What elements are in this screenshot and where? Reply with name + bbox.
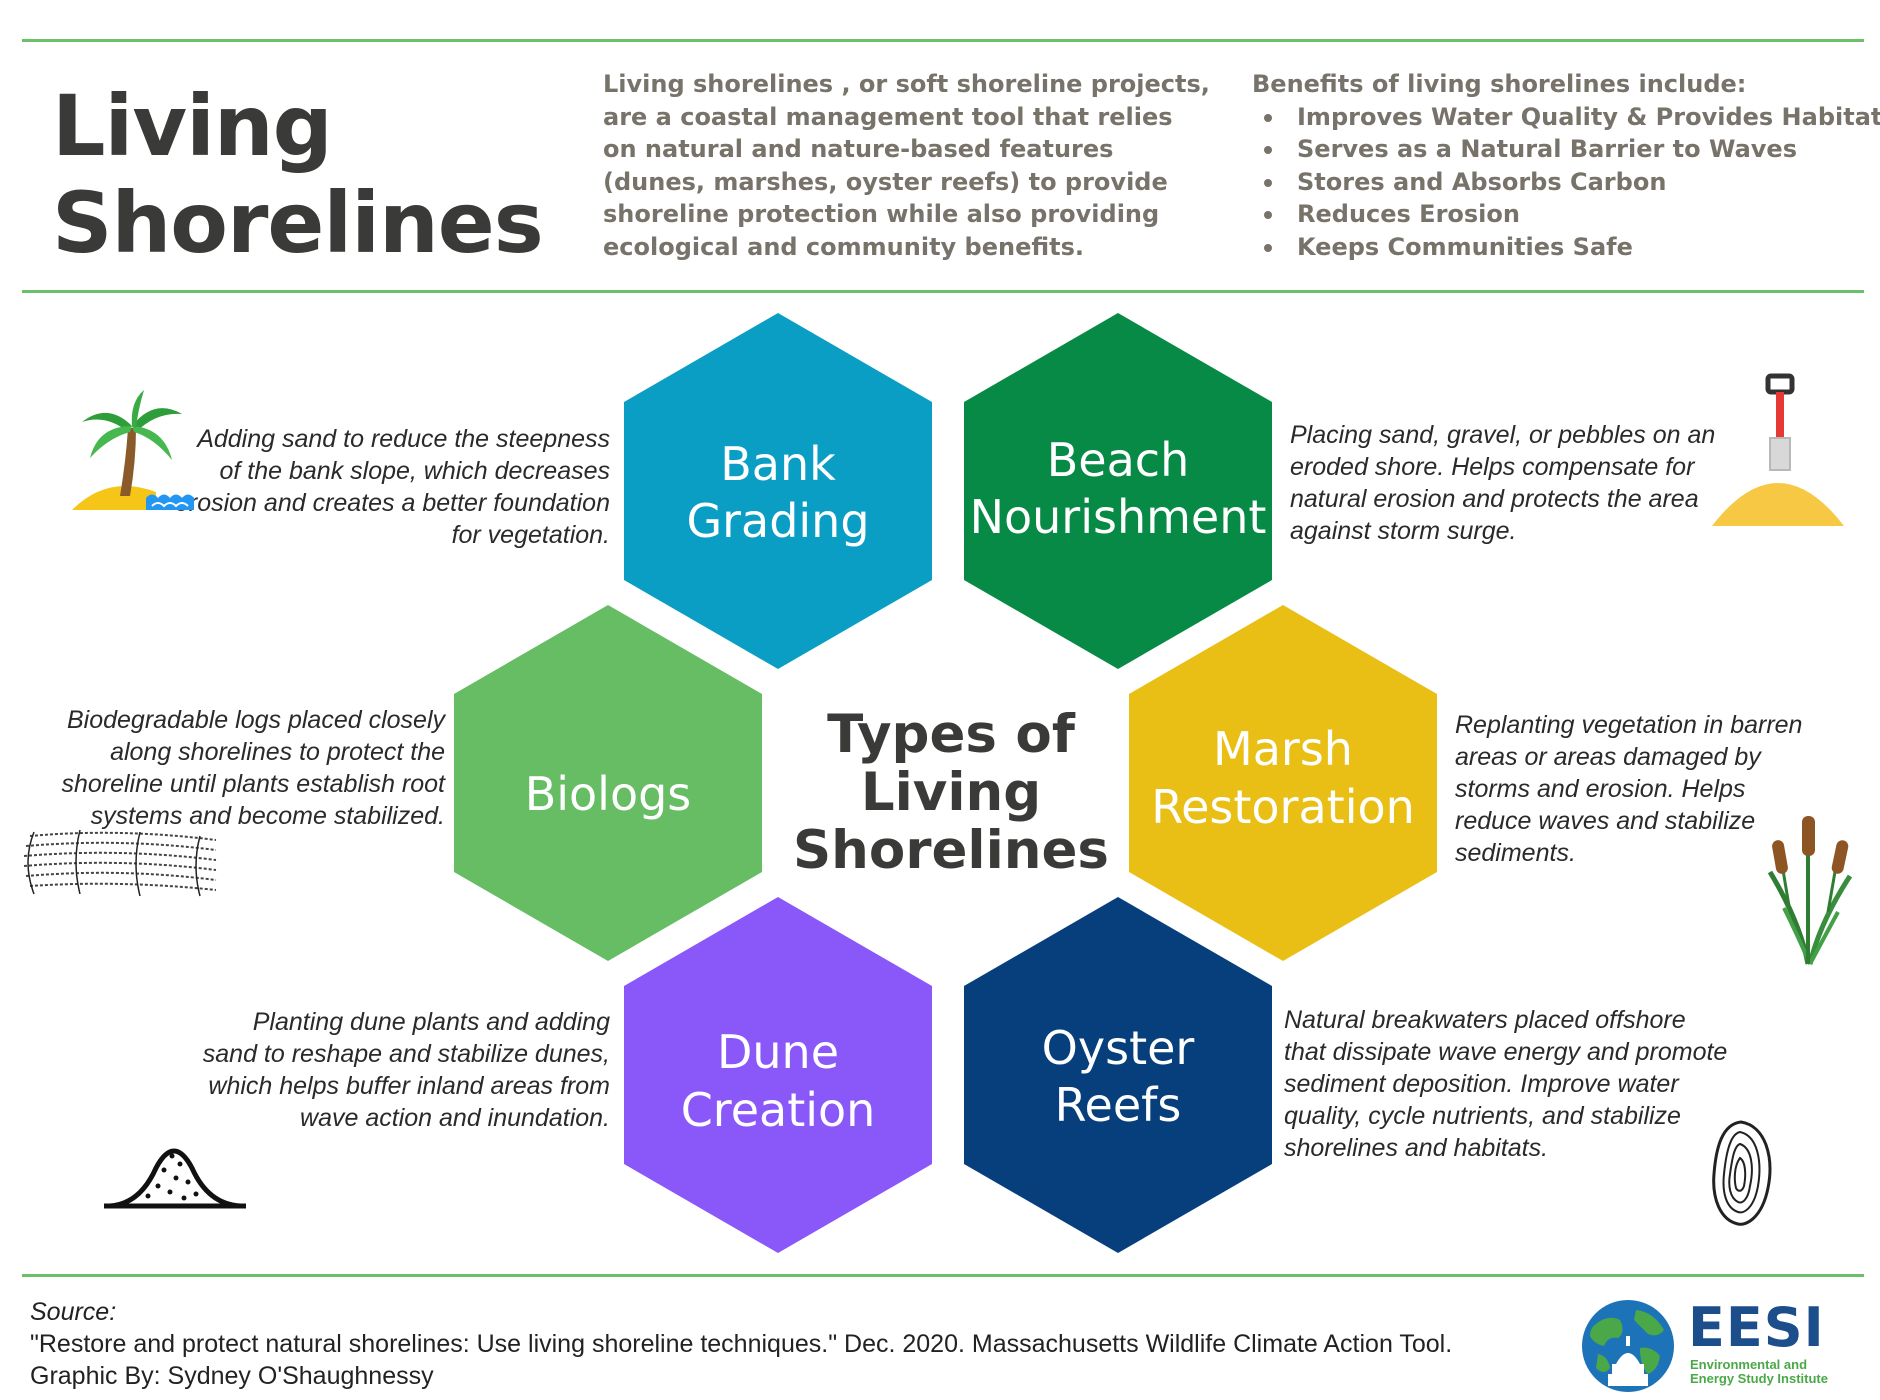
hex-oyster-shape [964, 897, 1272, 1253]
marsh-restoration-description: Replanting vegetation in barren areas or… [1455, 711, 1803, 867]
source-citation: "Restore and protect natural shorelines:… [30, 1330, 1453, 1358]
hex-bank-grading: Bank Grading [624, 313, 932, 669]
center-title-line2: Living [861, 762, 1041, 823]
benefit-item: Reduces Erosion [1264, 198, 1872, 231]
hex-marsh-label2: Restoration [1151, 780, 1415, 834]
benefits-heading: Benefits of living shorelines include: [1252, 70, 1747, 98]
beach-nourishment-description: Placing sand, gravel, or pebbles on an e… [1290, 421, 1716, 545]
benefit-item: Stores and Absorbs Carbon [1264, 166, 1872, 199]
intro-paragraph: Living shorelines , or soft shoreline pr… [603, 70, 1210, 261]
hex-marsh-label1: Marsh [1213, 722, 1353, 776]
hex-marsh-restoration: Marsh Restoration [1129, 605, 1437, 961]
hex-dune-shape [624, 897, 932, 1253]
page-title-line1: Living [52, 77, 333, 175]
palm-island-icon [72, 390, 194, 510]
hex-biologs-label1: Biologs [525, 767, 692, 821]
hex-oyster-reefs: Oyster Reefs [964, 897, 1272, 1253]
hex-bank-label1: Bank [720, 437, 836, 491]
hex-beach-shape [964, 313, 1272, 669]
benefit-item: Keeps Communities Safe [1264, 231, 1872, 264]
center-title-line3: Shorelines [793, 820, 1109, 881]
benefit-item: Serves as a Natural Barrier to Waves [1264, 133, 1872, 166]
logo-full-name: Environmental and Energy Study Institute [1690, 1358, 1870, 1386]
graphic-credit: Graphic By: Sydney O'Shaughnessy [30, 1362, 434, 1390]
biologs-description: Biodegradable logs placed closely along … [61, 706, 445, 830]
page-title: Living Shorelines [52, 78, 572, 272]
page-title-line2: Shorelines [52, 174, 544, 272]
hex-bank-shape [624, 313, 932, 669]
hex-marsh-shape [1129, 605, 1437, 961]
center-title-line1: Types of [827, 704, 1076, 765]
bank-grading-description: Adding sand to reduce the steepness of t… [174, 425, 610, 549]
benefits-list: Improves Water Quality & Provides Habita… [1252, 101, 1880, 264]
globe-capitol-icon [1582, 1300, 1674, 1392]
logo-name-line1: Environmental and [1690, 1357, 1808, 1372]
hex-biologs-shape [454, 605, 762, 961]
hex-dune-creation: Dune Creation [624, 897, 932, 1253]
hex-oyster-label1: Oyster [1042, 1021, 1195, 1075]
hex-bank-label2: Grading [686, 494, 869, 548]
center-title: Types of Living Shorelines [793, 704, 1109, 881]
eesi-logo: EESI Environmental and Energy Study Inst… [1578, 1296, 1868, 1396]
source-section: Source: "Restore and protect natural sho… [30, 1296, 1550, 1392]
hex-oyster-label2: Reefs [1055, 1078, 1182, 1132]
logo-abbr: EESI [1688, 1296, 1825, 1359]
hex-dune-label2: Creation [681, 1083, 876, 1137]
hex-beach-nourishment: Beach Nourishment [964, 313, 1272, 669]
source-label: Source: [30, 1298, 117, 1326]
hex-beach-label1: Beach [1047, 433, 1190, 487]
top-divider [22, 39, 1864, 42]
biolog-icon [23, 829, 217, 897]
footer-divider [22, 1274, 1864, 1277]
hex-biologs: Biologs [454, 605, 762, 961]
benefit-item: Improves Water Quality & Provides Habita… [1264, 101, 1880, 134]
hex-beach-label2: Nourishment [970, 490, 1267, 544]
shovel-sand-icon [1712, 373, 1844, 526]
benefits-section: Benefits of living shorelines include: I… [1252, 68, 1880, 264]
header-divider [22, 290, 1864, 293]
hex-dune-label1: Dune [717, 1025, 839, 1079]
oyster-icon [1712, 1120, 1772, 1226]
cattail-icon [1767, 816, 1853, 965]
logo-name-line2: Energy Study Institute [1690, 1371, 1828, 1386]
dune-icon [104, 1148, 246, 1209]
oyster-reefs-description: Natural breakwaters placed offshore that… [1284, 1006, 1728, 1162]
dune-creation-description: Planting dune plants and adding sand to … [202, 1008, 610, 1132]
